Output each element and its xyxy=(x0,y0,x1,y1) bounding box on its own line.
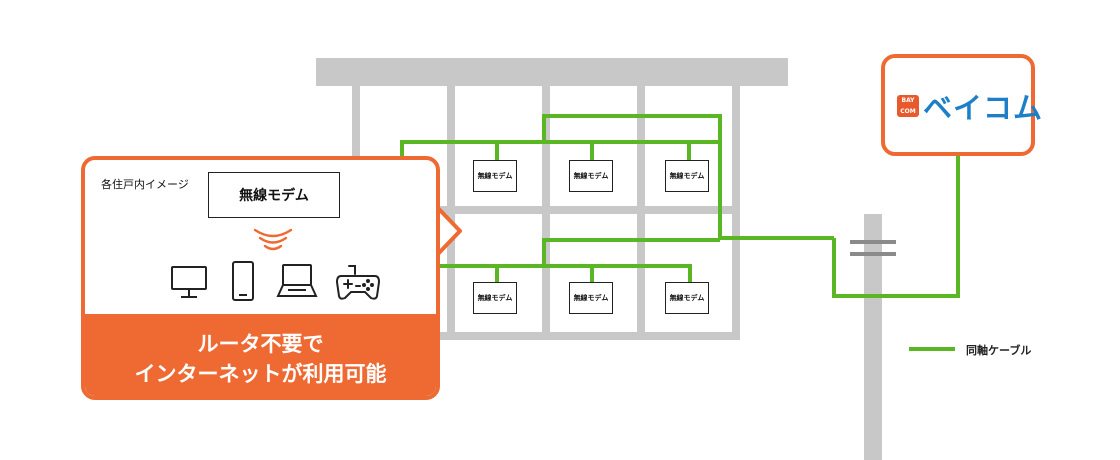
headline-line-2: インターネットが利用可能 xyxy=(134,362,387,386)
callout-title: 各住戸内イメージ xyxy=(101,178,189,191)
modem-box: 無線モデム xyxy=(569,160,613,192)
building-floor xyxy=(352,332,740,340)
cable-segment xyxy=(542,238,720,266)
provider-name: ベイコム xyxy=(923,91,1044,125)
cable-segment xyxy=(832,152,960,298)
building-floor xyxy=(352,206,740,214)
cable-segment xyxy=(400,140,720,160)
modem-box: 無線モデム xyxy=(473,160,517,192)
cable-segment xyxy=(542,114,834,240)
gamepad-icon xyxy=(335,265,381,300)
callout-highlight: ルータ不要で インターネットが利用可能 xyxy=(85,314,436,396)
cable-segment xyxy=(440,264,692,282)
legend-label: 同軸ケーブル xyxy=(966,344,1032,357)
utility-pole xyxy=(864,214,882,460)
building-roof xyxy=(316,58,788,86)
wireless-modem-box: 無線モデム xyxy=(208,172,340,218)
modem-box: 無線モデム xyxy=(473,282,517,314)
laptop-icon xyxy=(276,264,318,297)
pole-crossbar xyxy=(850,240,896,244)
monitor-icon xyxy=(171,266,207,298)
logo-text: BAY COM xyxy=(900,97,916,115)
provider-badge: BAY COM ベイコム xyxy=(881,54,1042,156)
modem-box: 無線モデム xyxy=(665,282,709,314)
headline-line-1: ルータ不要で xyxy=(197,332,324,356)
smartphone-icon xyxy=(232,261,254,301)
pole-crossbar xyxy=(850,252,896,256)
modem-box: 無線モデム xyxy=(569,282,613,314)
unit-image-callout: 各住戸内イメージ 無線モデム xyxy=(81,156,440,400)
wifi-signal-icon xyxy=(253,228,293,251)
legend-swatch xyxy=(909,347,955,351)
modem-box: 無線モデム xyxy=(665,160,709,192)
baycom-logo-icon: BAY COM xyxy=(897,95,919,117)
